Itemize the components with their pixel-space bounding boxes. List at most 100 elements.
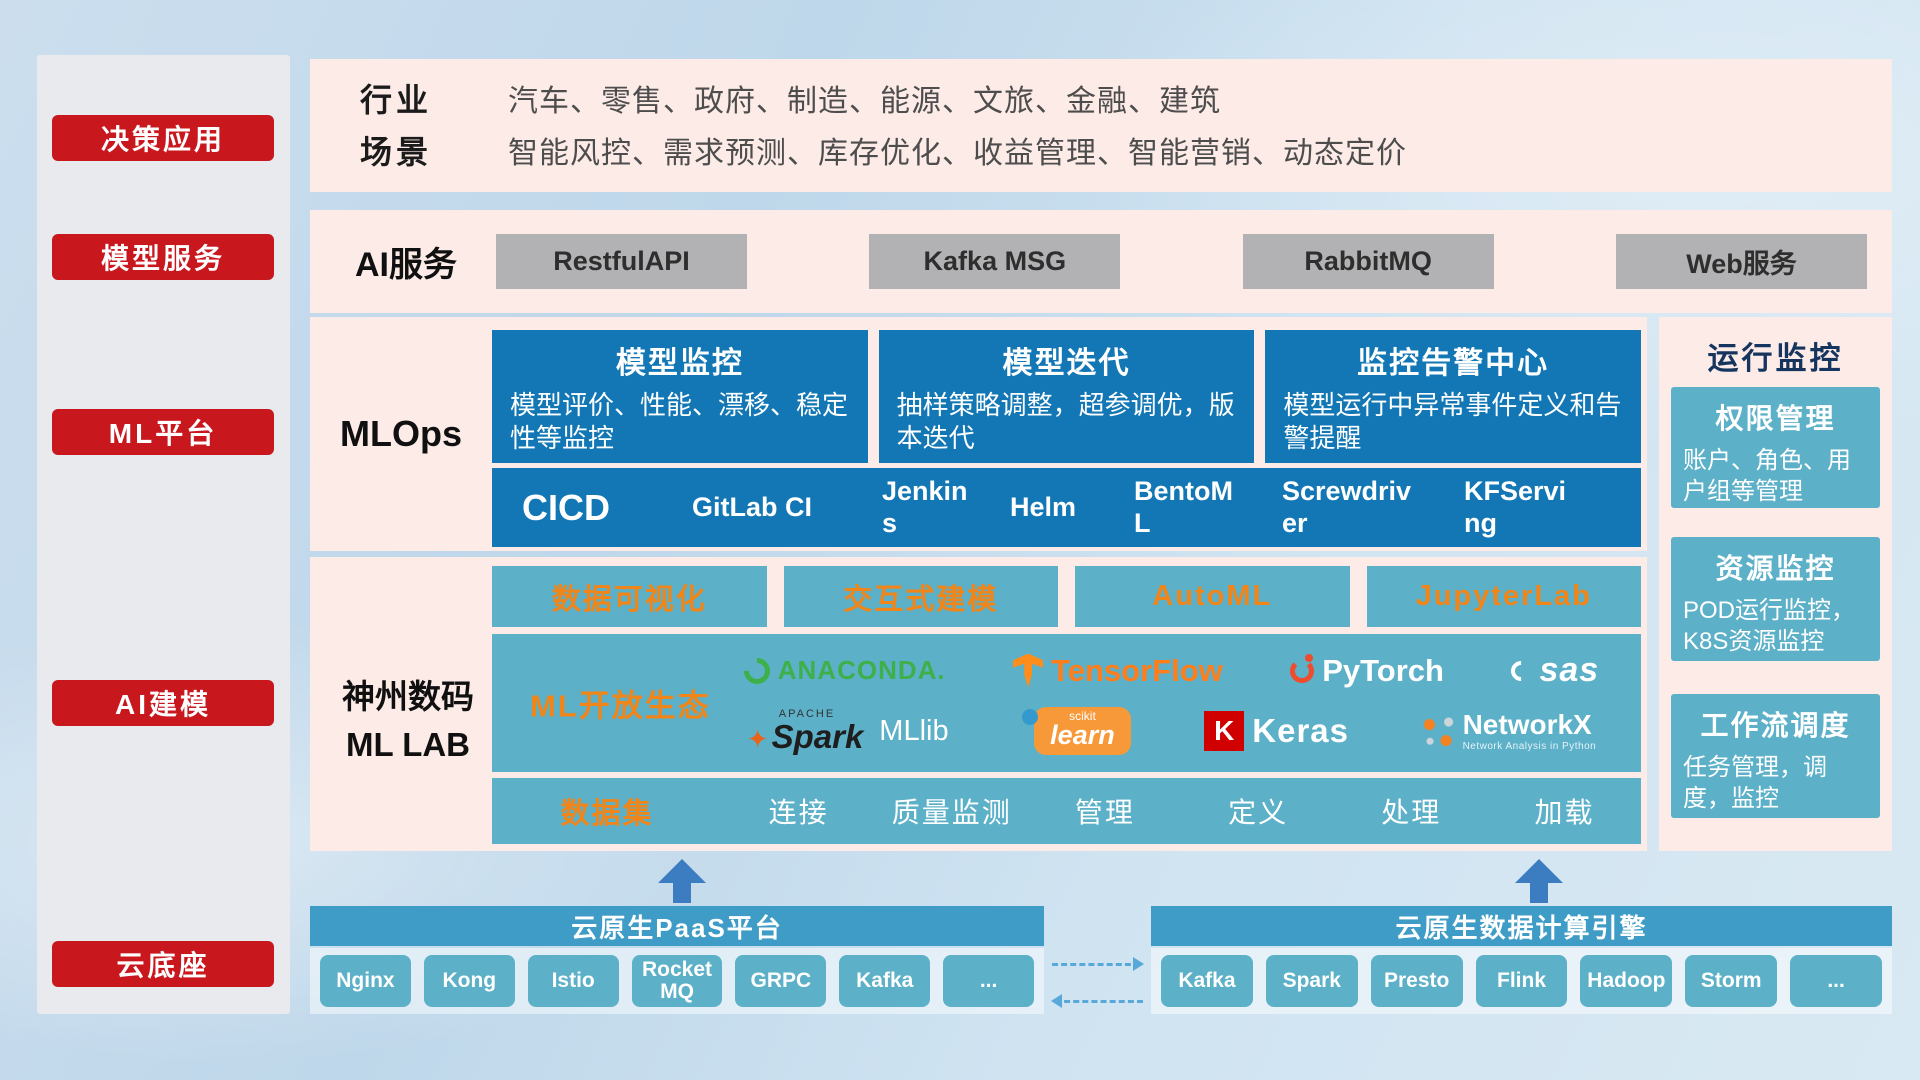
industry-scenario-section: 行业 汽车、零售、政府、制造、能源、文旅、金融、建筑 场景 智能风控、需求预测、…: [310, 59, 1892, 192]
data-engine-chips: Kafka Spark Presto Flink Hadoop Storm ..…: [1151, 948, 1892, 1014]
card-title: 模型监控: [615, 347, 744, 380]
category-ai-modeling[interactable]: AI建模: [52, 680, 274, 726]
scenario-label: 场景: [360, 134, 433, 170]
data-engine-header: 云原生数据计算引擎: [1151, 906, 1892, 946]
industry-label: 行业: [360, 82, 433, 118]
storm-chip[interactable]: Storm: [1685, 955, 1778, 1007]
alert-center-card: 监控告警中心 模型运行中异常事件定义和告警提醒: [1265, 330, 1642, 463]
learn-wordmark: learn: [1050, 720, 1115, 750]
anaconda-wordmark: ANACONDA.: [777, 655, 946, 685]
category-ml-platform[interactable]: ML平台: [52, 409, 274, 455]
cicd-item-bentoml: BentoML: [1134, 476, 1233, 538]
cicd-item-helm: Helm: [1010, 491, 1077, 522]
dataset-item-define: 定义: [1228, 797, 1289, 828]
kafka-chip[interactable]: Kafka: [839, 955, 931, 1007]
more-chip[interactable]: ...: [943, 955, 1035, 1007]
paas-platform-chips: Nginx Kong Istio RocketMQ GRPC Kafka ...: [310, 948, 1044, 1014]
resource-monitoring-card: 资源监控 POD运行监控，K8S资源监控: [1671, 537, 1880, 661]
rabbitmq-button[interactable]: RabbitMQ: [1242, 234, 1494, 289]
up-arrow-paas: [658, 859, 706, 903]
ml-open-ecosystem-label: ML开放生态: [530, 688, 711, 724]
dataset-label: 数据集: [560, 798, 654, 830]
scikit-learn-logo: scikit learn: [1022, 707, 1131, 755]
ai-service-section: AI服务 RestfulAPI Kafka MSG RabbitMQ Web服务: [310, 210, 1892, 313]
ecosystem-logo-row-1: ANACONDA. TensorFlow PyTorch sas: [710, 651, 1633, 690]
scenario-row: 场景 智能风控、需求预测、库存优化、收益管理、智能营销、动态定价: [360, 127, 1892, 173]
mlops-label: MLOps: [340, 413, 462, 454]
presto-chip[interactable]: Presto: [1370, 955, 1463, 1007]
model-iteration-card: 模型迭代 抽样策略调整，超参调优，版本迭代: [878, 330, 1255, 463]
cicd-item-gitlab-ci: GitLab CI: [692, 491, 812, 522]
dashed-arrow-right: [1052, 957, 1144, 971]
ml-lab-label-line2: ML LAB: [345, 725, 471, 763]
automl-button[interactable]: AutoML: [1075, 566, 1350, 627]
spark-text: Spark: [771, 718, 864, 755]
data-visualization-button[interactable]: 数据可视化: [492, 566, 767, 627]
more-engine-chip[interactable]: ...: [1790, 955, 1883, 1007]
dashed-arrow-left: [1051, 994, 1143, 1008]
scikit-learn-circle-icon: [1022, 709, 1039, 725]
category-cloud-base[interactable]: 云底座: [52, 941, 274, 987]
category-decision-apps[interactable]: 决策应用: [52, 115, 274, 161]
spark-wordmark-group: APACHE ✦ Spark: [747, 709, 864, 754]
model-monitoring-card: 模型监控 模型评价、性能、漂移、稳定性等监控: [492, 330, 868, 463]
networkx-logo: NetworkX Network Analysis in Python: [1422, 709, 1597, 752]
workflow-scheduling-card: 工作流调度 任务管理，调度，监控: [1671, 694, 1880, 818]
runtime-monitoring-section: 运行监控 权限管理 账户、角色、用户组等管理 资源监控 POD运行监控，K8S资…: [1659, 317, 1892, 851]
ml-lab-label-line1: 神州数码: [342, 678, 474, 715]
networkx-subtitle: Network Analysis in Python: [1462, 740, 1597, 752]
tensorflow-wordmark: TensorFlow: [1051, 652, 1223, 688]
anaconda-logo: ANACONDA.: [738, 652, 946, 689]
spark-star-icon: ✦: [746, 724, 769, 754]
rocketmq-chip[interactable]: RocketMQ: [631, 955, 723, 1007]
spark-engine-chip[interactable]: Spark: [1265, 955, 1358, 1007]
web-service-button[interactable]: Web服务: [1615, 234, 1867, 289]
jupyterlab-button[interactable]: JupyterLab: [1366, 566, 1641, 627]
left-category-panel: 决策应用 模型服务 ML平台 AI建模 云底座: [37, 55, 290, 1014]
dataset-bar: 数据集 连接 质量监测 管理 定义 处理 加载: [492, 778, 1641, 844]
sas-wordmark: sas: [1539, 651, 1600, 689]
spark-wordmark: ✦ Spark: [747, 720, 864, 753]
category-model-service[interactable]: 模型服务: [52, 234, 274, 280]
ml-lab-label: 神州数码 ML LAB: [324, 673, 492, 769]
dataset-item-process: 处理: [1381, 797, 1442, 828]
dataset-item-connect: 连接: [768, 797, 829, 828]
card-desc: 抽样策略调整，超参调优，版本迭代: [896, 390, 1235, 454]
keras-icon: K: [1204, 711, 1245, 751]
cicd-item-screwdriver: Screwdriver: [1282, 476, 1412, 538]
card-desc: 任务管理，调度，监控: [1683, 754, 1827, 813]
card-desc: 模型运行中异常事件定义和告警提醒: [1283, 390, 1622, 454]
permission-management-card: 权限管理 账户、角色、用户组等管理: [1671, 387, 1880, 508]
istio-chip[interactable]: Istio: [527, 955, 619, 1007]
card-desc: 模型评价、性能、漂移、稳定性等监控: [510, 390, 849, 454]
grpc-chip[interactable]: GRPC: [735, 955, 827, 1007]
nginx-chip[interactable]: Nginx: [320, 955, 411, 1007]
card-desc: POD运行监控，K8S资源监控: [1683, 597, 1856, 656]
interactive-modeling-button[interactable]: 交互式建模: [783, 566, 1058, 627]
kafka-engine-chip[interactable]: Kafka: [1161, 955, 1253, 1007]
industry-row: 行业 汽车、零售、政府、制造、能源、文旅、金融、建筑: [360, 75, 1892, 121]
pytorch-icon: [1290, 658, 1315, 683]
industry-list: 汽车、零售、政府、制造、能源、文旅、金融、建筑: [508, 85, 1221, 118]
scikit-label: scikit: [1069, 709, 1096, 723]
kong-chip[interactable]: Kong: [423, 955, 515, 1007]
flink-chip[interactable]: Flink: [1475, 955, 1568, 1007]
networkx-wordmark: NetworkX: [1462, 709, 1592, 741]
card-title: 资源监控: [1715, 553, 1836, 584]
ai-service-buttons: RestfulAPI Kafka MSG RabbitMQ Web服务: [496, 234, 1867, 289]
card-desc: 账户、角色、用户组等管理: [1683, 447, 1851, 506]
scenario-list: 智能风控、需求预测、库存优化、收益管理、智能营销、动态定价: [508, 137, 1407, 170]
cicd-bar: CICD GitLab CI Jenkins Helm BentoML Scre…: [492, 468, 1641, 547]
kafka-msg-button[interactable]: Kafka MSG: [869, 234, 1121, 289]
ml-open-ecosystem-block: ML开放生态 ANACONDA. TensorFlow PyTorch: [492, 634, 1641, 772]
up-arrow-data-engine: [1515, 859, 1563, 903]
tensorflow-icon: [1013, 653, 1044, 688]
restful-api-button[interactable]: RestfulAPI: [496, 234, 747, 289]
runtime-monitoring-title: 运行监控: [1707, 341, 1844, 376]
keras-wordmark: Keras: [1252, 712, 1350, 749]
cicd-item-kfserving: KFServing: [1464, 476, 1567, 538]
card-title: 工作流调度: [1700, 710, 1851, 741]
spark-mllib-logo: APACHE ✦ Spark MLlib: [747, 709, 949, 754]
hadoop-chip[interactable]: Hadoop: [1580, 955, 1673, 1007]
